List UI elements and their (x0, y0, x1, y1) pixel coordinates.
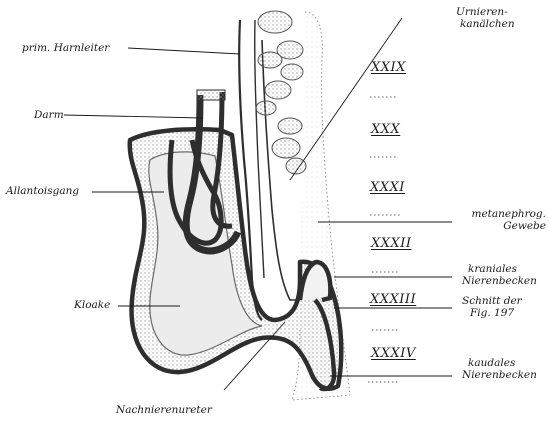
label-kraniales: kraniales Nierenbecken (462, 263, 537, 287)
label-kraniales-line1: kraniales (462, 263, 537, 275)
label-kraniales-line2: Nierenbecken (462, 275, 537, 287)
label-schnitt-line1: Schnitt der (462, 295, 522, 307)
label-schnitt: Schnitt der Fig. 197 (462, 295, 522, 319)
leader-darm (64, 115, 203, 118)
segment-xxxiii: XXXIII (370, 292, 416, 307)
segment-xxix: XXIX (371, 60, 406, 75)
label-urnieren-line1: Urnieren- (456, 6, 515, 18)
segment-xxx: XXX (371, 122, 400, 137)
label-darm: Darm (34, 109, 64, 121)
label-metanephrog-line2: Gewebe (456, 220, 546, 232)
label-metanephrog: metanephrog. Gewebe (456, 208, 546, 232)
label-nachnieren: Nachnierenureter (116, 404, 212, 416)
label-harnleiter: prim. Harnleiter (22, 42, 109, 54)
segment-xxxiv: XXXIV (371, 346, 416, 361)
leader-harnleiter (128, 48, 240, 54)
label-urnieren: Urnieren- kanälchen (456, 6, 515, 30)
segment-xxxii: XXXII (371, 236, 412, 251)
label-kaudales: kaudales Nierenbecken (462, 357, 537, 381)
label-kaudales-line1: kaudales (462, 357, 537, 369)
label-metanephrog-line1: metanephrog. (456, 208, 546, 220)
gut-tube-cut (197, 90, 225, 100)
label-urnieren-line2: kanälchen (456, 18, 515, 30)
label-kloake: Kloake (74, 299, 110, 311)
label-schnitt-line2: Fig. 197 (462, 307, 522, 319)
label-kaudales-line2: Nierenbecken (462, 369, 537, 381)
segment-xxxi: XXXI (370, 180, 405, 195)
label-allantois: Allantoisgang (6, 185, 79, 197)
